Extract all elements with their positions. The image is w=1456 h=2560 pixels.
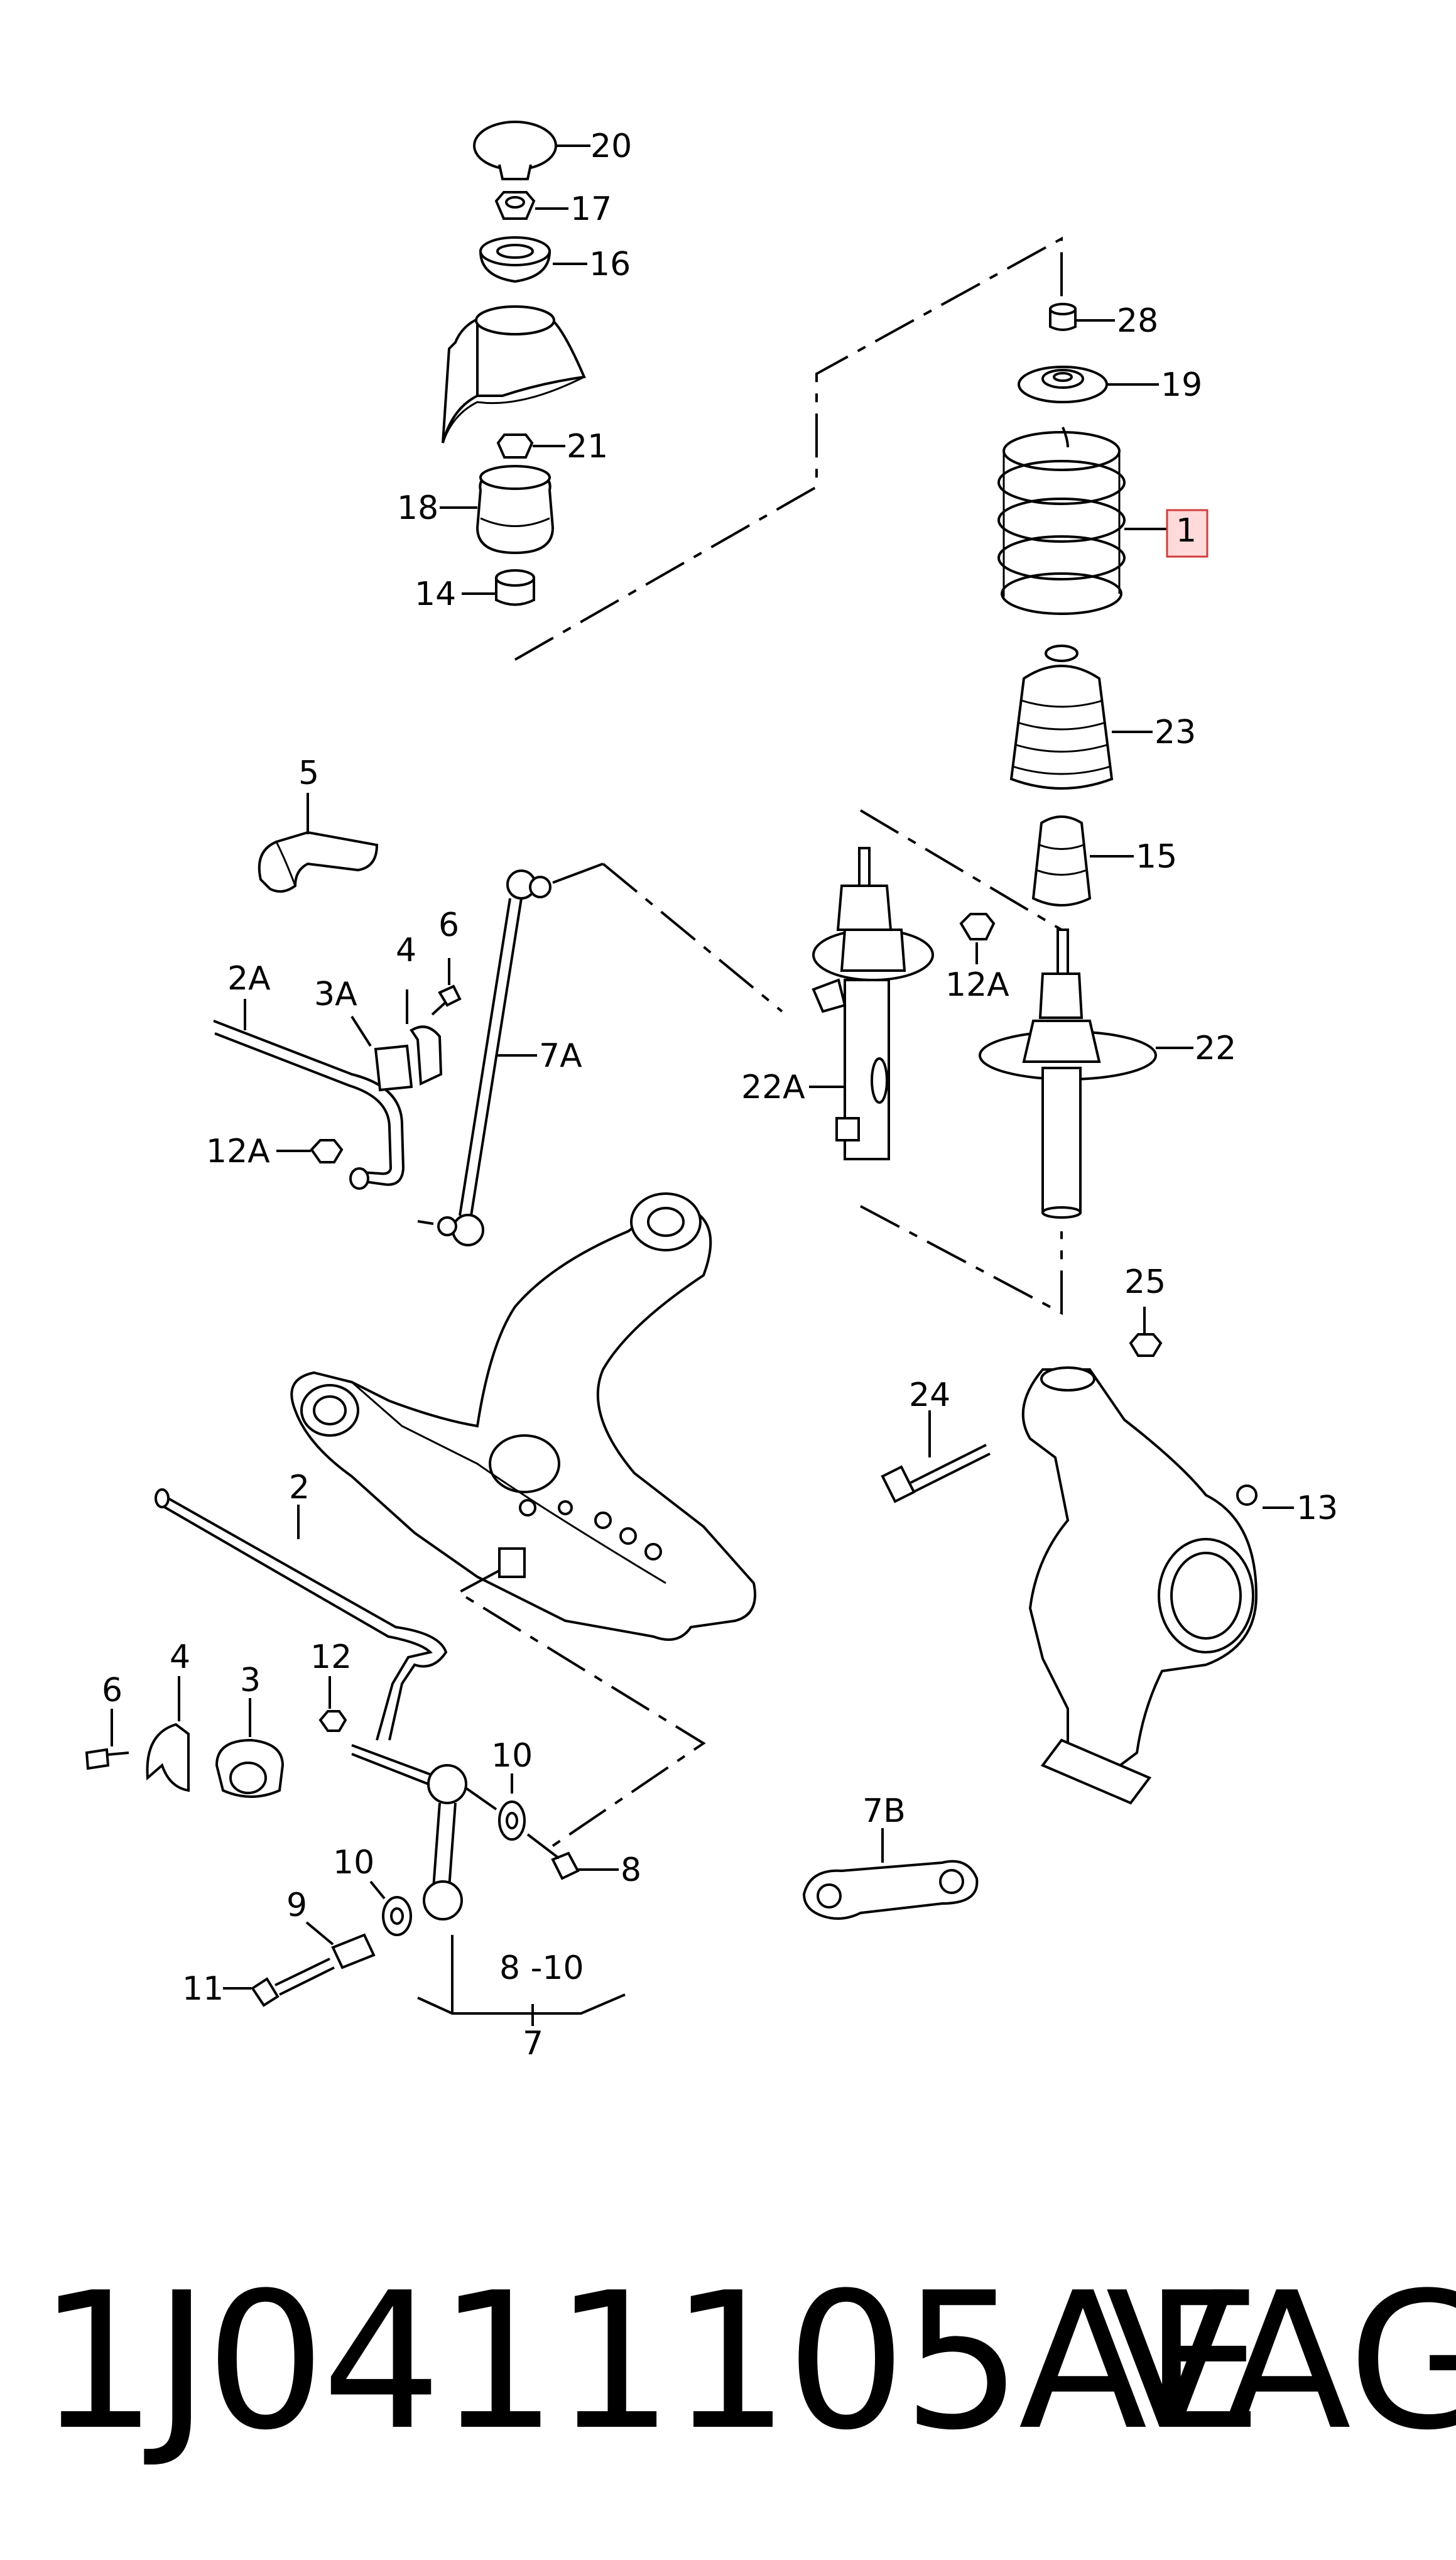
part-7B-link (802, 1860, 979, 1920)
part-13-steering-knuckle (1021, 1366, 1258, 1805)
callout-7A: 7A (539, 1037, 582, 1075)
strut-mount-housing (442, 305, 586, 444)
part-17-nut (494, 191, 536, 220)
part-11-bolt (251, 1958, 335, 2007)
callout-15: 15 (1136, 838, 1177, 876)
callout-19: 19 (1161, 366, 1202, 404)
callout-6-top: 6 (438, 907, 459, 944)
part-25-nut (1129, 1333, 1163, 1357)
part-1-coil-spring (997, 427, 1126, 615)
callout-23: 23 (1154, 714, 1196, 751)
part-16-bearing (479, 236, 551, 283)
part-2-stabilizer-bar (155, 1488, 448, 1741)
assembly-guide-line-3 (860, 1205, 1063, 1315)
callout-4-top: 4 (396, 932, 416, 969)
callout-14: 14 (415, 575, 456, 613)
part-23-dust-boot (1009, 645, 1114, 790)
callout-21: 21 (567, 428, 608, 466)
part-3A-bushing (374, 1044, 413, 1092)
part-4-clamp (146, 1723, 190, 1792)
callout-1: 1 (1176, 512, 1197, 550)
part-12A-nut-top (959, 913, 996, 940)
callout-22: 22 (1195, 1030, 1236, 1067)
callout-13: 13 (1296, 1490, 1338, 1527)
part-22A-strut (812, 847, 934, 1160)
callout-7B: 7B (862, 1792, 906, 1830)
callout-8-10: 8 -10 (499, 1949, 584, 1987)
part-28-bushing (1049, 303, 1077, 331)
callout-10-left: 10 (333, 1844, 374, 1882)
part-8-bolt (526, 1833, 580, 1880)
assembly-guide-line-5 (455, 1569, 706, 1851)
callout-5: 5 (298, 754, 319, 792)
part-12-nut (318, 1710, 347, 1732)
assembly-guide-line-2 (859, 809, 1063, 931)
part-number-caption: 1J0411105AE (38, 2252, 1263, 2471)
callout-24: 24 (909, 1376, 950, 1414)
callout-2A: 2A (227, 960, 271, 998)
part-7A-link (417, 863, 604, 1246)
part-20-cap (473, 121, 557, 180)
callout-9: 9 (286, 1887, 307, 1924)
assembly-guide-line-4 (602, 863, 783, 1013)
callout-3A: 3A (314, 976, 357, 1013)
callout-10-top: 10 (491, 1737, 533, 1775)
callout-labels: 20 17 16 21 18 14 28 19 1 23 15 22 22A 1… (102, 128, 1338, 2062)
part-19-spring-seat (1018, 366, 1108, 403)
callout-22A: 22A (741, 1069, 805, 1106)
callout-12: 12 (310, 1638, 352, 1676)
part-18-rubber-mount (475, 465, 555, 555)
highlight-box-part-1 (1166, 509, 1209, 558)
callout-12A-left: 12A (206, 1133, 270, 1170)
spring-strut-assembly (979, 303, 1209, 1219)
callout-12A-top: 12A (945, 966, 1009, 1004)
part-22-strut (979, 929, 1157, 1219)
part-12A-nut-left (310, 1139, 344, 1163)
callout-3: 3 (240, 1662, 261, 1699)
callout-20: 20 (590, 128, 632, 165)
part-2A-stabilizer-bar (213, 1020, 405, 1190)
part-6-bolt (85, 1748, 129, 1770)
part-15-bump-stop (1031, 815, 1092, 907)
part-10-washer-top (498, 1800, 526, 1841)
lower-control-arm (290, 1192, 756, 1641)
part-9-sleeve (331, 1933, 376, 1969)
callout-2: 2 (289, 1469, 310, 1506)
part-24-bolt (881, 1444, 991, 1503)
part-5-bracket (258, 831, 379, 893)
callout-7: 7 (523, 2025, 543, 2062)
part-10-washer-left (382, 1896, 412, 1936)
callout-8: 8 (621, 1851, 641, 1889)
callout-28: 28 (1117, 302, 1158, 340)
callout-18: 18 (397, 489, 438, 527)
callout-11: 11 (182, 1970, 224, 2008)
part-4-clamp-top (410, 1025, 443, 1086)
strut-mount-assembly (440, 121, 590, 606)
callout-4: 4 (170, 1638, 190, 1676)
callout-25: 25 (1124, 1263, 1166, 1301)
part-6-bolt-top (431, 984, 462, 1016)
part-14-bushing (495, 569, 535, 606)
callout-16: 16 (589, 246, 631, 283)
assembly-guide-line-1 (514, 236, 1063, 661)
group-bracket-8-10 (417, 1935, 626, 2026)
part-21-nut (496, 433, 534, 459)
part-7-coupling-rod (351, 1744, 497, 1920)
part-3-bushing (215, 1738, 285, 1798)
callout-6: 6 (102, 1672, 122, 1709)
brand-caption: VAG (1106, 2252, 1456, 2471)
callout-17: 17 (570, 190, 612, 228)
